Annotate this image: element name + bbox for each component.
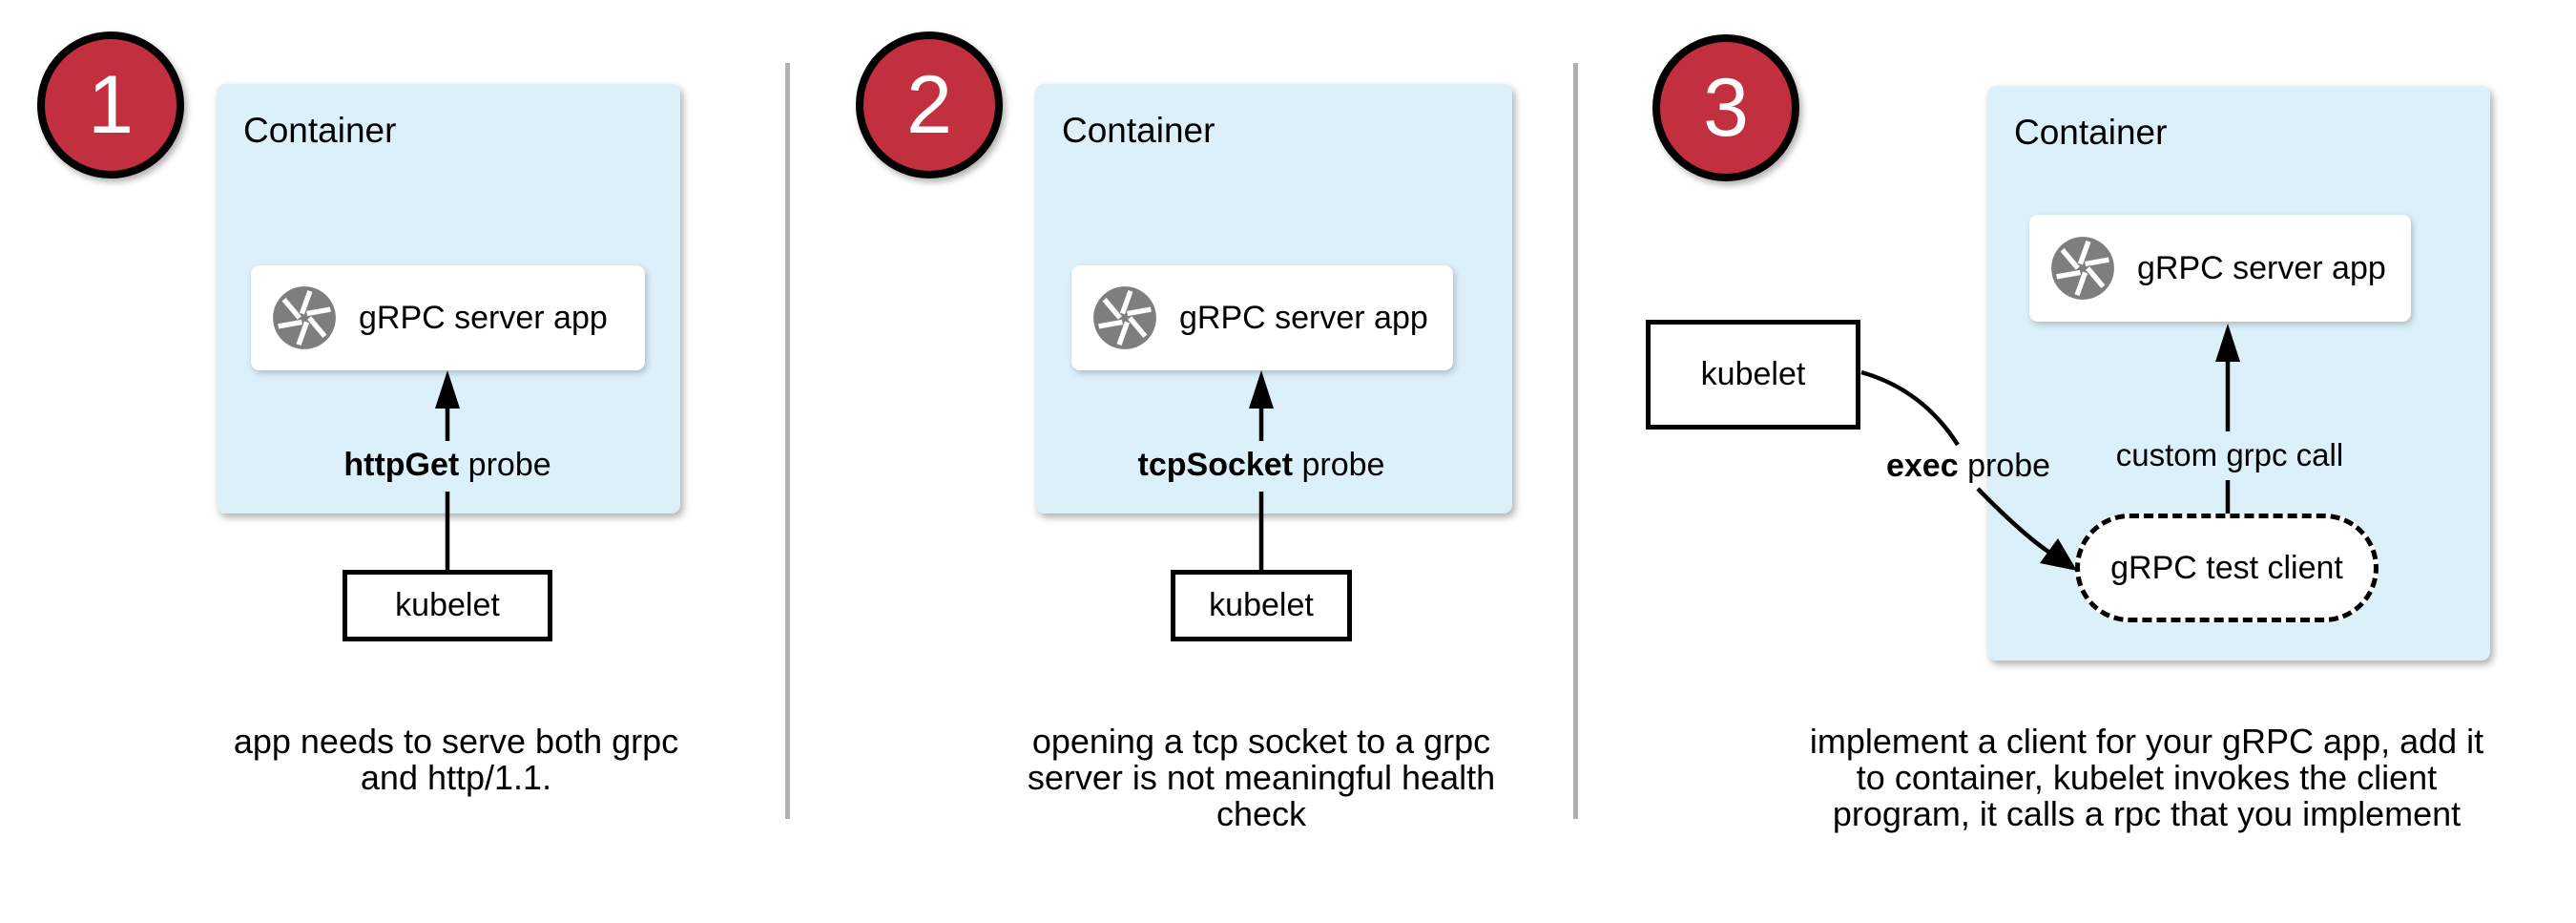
caption-1: app needs to serve both grpc and http/1.… <box>234 724 678 796</box>
panel-divider-1 <box>785 63 790 819</box>
probe-keyword-3: exec <box>1885 448 1959 484</box>
custom-grpc-call-label: custom grpc call <box>2115 437 2344 472</box>
grpc-server-app-box-1: gRPC server app <box>251 265 645 370</box>
grpc-server-app-box-3: gRPC server app <box>2029 215 2411 322</box>
caption-line: program, it calls a rpc that you impleme… <box>1832 794 2462 833</box>
probe-label-2: tcpSocket probe <box>1138 447 1385 484</box>
probe-label-1: httpGet probe <box>343 447 551 484</box>
container-label-3: Container <box>2014 113 2168 152</box>
grpc-test-client-box: gRPC test client <box>2075 514 2379 622</box>
step-number-1: 1 <box>88 58 134 151</box>
kubelet-box-1: kubelet <box>343 570 552 641</box>
panel-divider-2 <box>1573 63 1578 819</box>
app-box-label-2: gRPC server app <box>1179 299 1428 336</box>
probe-word-2: probe <box>1301 447 1385 483</box>
caption-line: and http/1.1. <box>360 758 552 797</box>
grpc-aperture-icon <box>1093 286 1156 349</box>
grpc-aperture-icon <box>273 286 336 349</box>
grpc-test-client-label: gRPC test client <box>2110 549 2343 586</box>
kubelet-box-2: kubelet <box>1171 570 1352 641</box>
step-badge-2: 2 <box>856 31 1003 178</box>
kubelet-label-1: kubelet <box>395 587 500 623</box>
container-label-2: Container <box>1062 111 1215 150</box>
caption-line: app needs to serve both grpc <box>233 722 679 761</box>
probe-word-1: probe <box>467 447 551 483</box>
caption-line: opening a tcp socket to a grpc <box>1031 722 1491 761</box>
kubelet-label-3: kubelet <box>1700 356 1806 392</box>
step-badge-3: 3 <box>1652 34 1799 181</box>
grpc-aperture-icon <box>2051 237 2114 300</box>
step-number-3: 3 <box>1703 61 1749 154</box>
caption-line: to container, kubelet invokes the client <box>1856 758 2438 797</box>
curve-kubelet-to-exec-probe <box>1860 369 1960 447</box>
probe-keyword-1: httpGet <box>343 447 460 483</box>
caption-line: server is not meaningful health <box>1027 758 1496 797</box>
caption-3: implement a client for your gRPC app, ad… <box>1810 724 2483 832</box>
kubelet-label-2: kubelet <box>1209 587 1314 623</box>
probe-label-3: exec probe <box>1886 448 2050 485</box>
kubelet-box-3: kubelet <box>1646 320 1860 430</box>
container-label-1: Container <box>243 111 397 150</box>
caption-line: implement a client for your gRPC app, ad… <box>1809 722 2484 761</box>
caption-line: check <box>1215 794 1307 833</box>
probe-keyword-2: tcpSocket <box>1137 447 1294 483</box>
step-badge-1: 1 <box>37 31 184 178</box>
grpc-server-app-box-2: gRPC server app <box>1071 265 1453 370</box>
app-box-label-1: gRPC server app <box>359 299 608 336</box>
step-number-2: 2 <box>906 58 952 151</box>
probe-word-3: probe <box>1967 448 2051 484</box>
app-box-label-3: gRPC server app <box>2137 249 2386 286</box>
caption-2: opening a tcp socket to a grpc server is… <box>1028 724 1495 832</box>
